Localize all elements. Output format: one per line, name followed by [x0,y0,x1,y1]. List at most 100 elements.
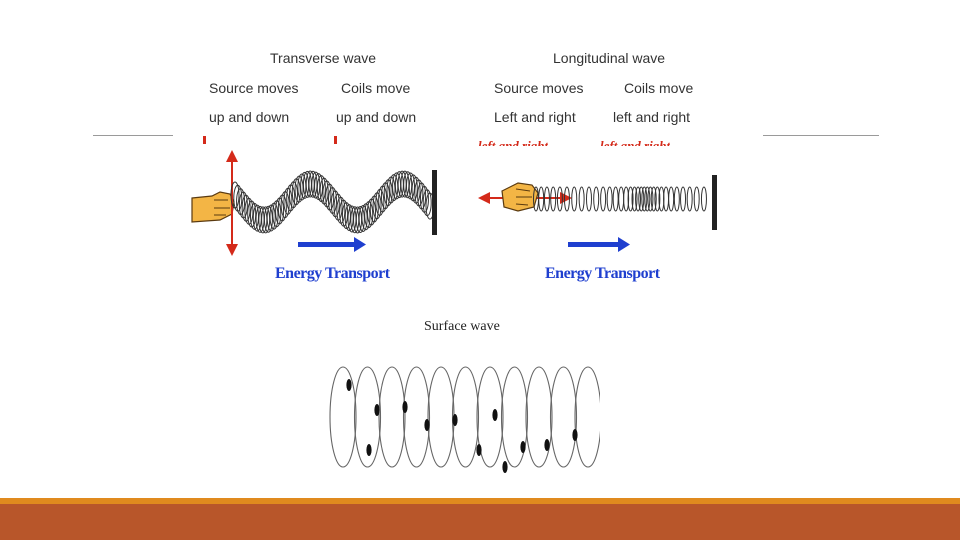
surface-particle [452,414,458,426]
coil-loop [263,205,273,233]
coil-loop [311,171,321,199]
transverse-coils-motion: up and down [336,109,417,125]
coil-loop [250,202,259,230]
coil-loop [322,180,332,208]
transverse-wave-diagram: Energy Transport [191,150,437,282]
coil-loop [635,186,642,212]
coil-loop [369,195,379,223]
hand-icon [501,182,539,212]
coil-loop [650,186,657,212]
title-rule-right [763,135,879,136]
longitudinal-title: Longitudinal wave [553,50,666,66]
coil-loop [286,184,296,212]
transverse-wall [432,170,437,235]
longitudinal-coils-motion: left and right [613,109,691,125]
coil-loop [266,204,276,232]
coil-loop [280,191,290,219]
coil-loop [336,196,346,224]
surface-loop [525,366,553,468]
coil-loop [247,200,257,228]
surface-particle [366,444,372,456]
coil-loop [364,201,374,229]
coil-loop [241,194,251,222]
transverse-energy-arrow-icon [298,237,366,252]
coil-loop [606,186,613,212]
coil-loop [316,175,326,203]
longitudinal-wave-diagram: Energy Transport [478,175,717,282]
longitudinal-energy-arrow-icon [568,237,630,252]
coil-loop [269,202,279,230]
longitudinal-hidden-caption-1: left and right [478,138,549,146]
surface-loop [402,366,431,468]
coil-loop [600,186,607,212]
coil-loop [693,186,700,212]
coil-loop [328,186,337,214]
coil-loop [383,179,393,207]
longitudinal-hidden-caption-2: left and right [600,138,671,146]
surface-particle [544,439,550,451]
transverse-source-motion: up and down [209,109,290,125]
surface-loop [427,366,455,468]
surface-particle [374,404,380,416]
surface-loop [378,366,406,468]
coil-loop [361,203,371,231]
coil-loop [319,177,329,205]
coil-loop [355,206,365,234]
coil-loop [700,186,707,212]
coil-loop [417,182,427,210]
surface-loop [329,366,357,468]
transverse-source-label: Source moves [209,80,299,96]
coil-loop [261,206,271,234]
surface-loop [574,366,600,468]
coil-loop [330,190,340,218]
coil-loop [375,188,385,216]
coil-loop [275,197,285,225]
coil-loop [578,186,585,212]
coil-loop [543,186,550,212]
coil-loop [380,182,390,210]
coil-loop [291,178,301,206]
longitudinal-energy-label: Energy Transport [545,265,661,282]
coil-loop [325,183,335,211]
surface-loop [353,366,382,468]
coil-loop [638,186,645,212]
coil-loop [422,189,432,217]
surface-particle [346,379,352,391]
transverse-title: Transverse wave [270,50,377,66]
coil-loop [686,186,693,212]
coil-loop [389,174,399,202]
coil-loop [406,172,415,200]
coil-loop [419,185,429,213]
coil-loop [641,186,648,212]
coil-loop [623,186,630,212]
coil-loop [647,186,654,212]
coil-loop [277,194,287,222]
footer-bar [0,504,960,540]
title-rule-left [93,135,173,136]
coil-loop [550,186,557,212]
surface-particle [492,409,498,421]
coil-loop [563,186,570,212]
surface-loop [549,366,578,468]
coil-loop [339,199,349,227]
surface-loop [500,366,529,468]
coil-loop [571,186,578,212]
transverse-energy-label: Energy Transport [275,265,391,282]
longitudinal-wall [712,175,717,230]
coil-loop [367,198,376,226]
transverse-coils-label: Coils move [341,80,411,96]
coil-loop [414,179,424,207]
coil-loop [358,204,368,232]
coil-loop [585,186,592,212]
coil-loop [244,197,254,225]
coil-loop [644,186,651,212]
surface-title: Surface wave [424,319,500,334]
coil-loop [403,171,413,199]
longitudinal-source-label: Source moves [494,80,584,96]
coil-loop [333,193,343,221]
coil-loop [680,186,687,212]
coil-loop [236,188,246,216]
coil-loop [400,170,410,198]
coil-loop [272,200,282,228]
longitudinal-source-motion: Left and right [494,109,576,125]
